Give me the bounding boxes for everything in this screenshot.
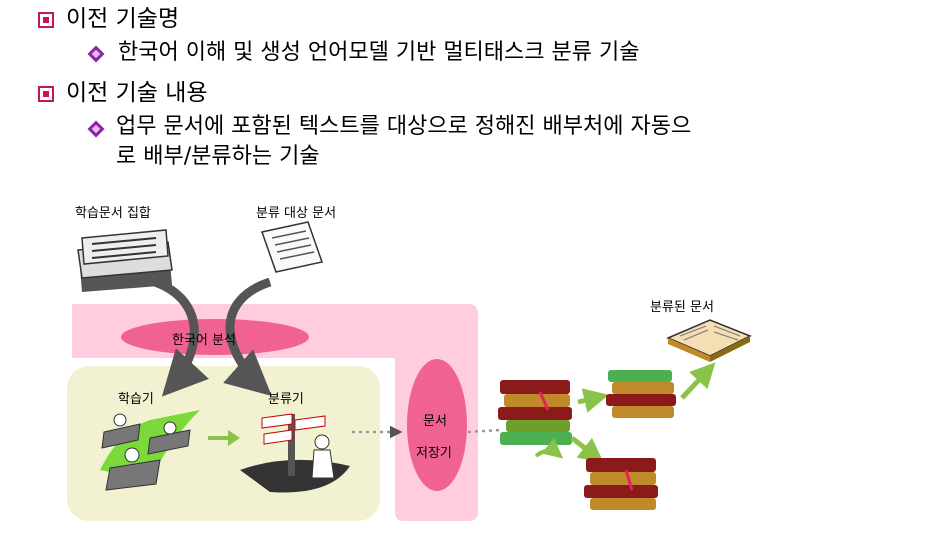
heading-tech-content: 이전 기술 내용 [66,80,208,106]
storage-label-line1: 문서 [423,414,447,429]
target-doc-label: 분류 대상 문서 [256,206,337,221]
green-books-stack-icon [606,370,676,418]
single-document-icon [261,221,323,273]
arrow-to-opened-book [680,362,716,400]
learner-figures-icon [100,410,200,491]
arrow-to-learner [153,277,209,397]
classified-docs-label: 분류된 문서 [650,300,714,315]
storage-to-books-dots [467,428,501,434]
arrow-to-top-stack [577,388,609,413]
learner-to-classifier-arrow [208,430,240,446]
books-stack-icon [498,380,572,445]
arrow-to-bottom-stack [570,436,604,464]
bullet-square-icon [38,12,54,28]
tech-name-text: 한국어 이해 및 생성 언어모델 기반 멀티태스크 분류 기술 [118,40,640,65]
analysis-label: 한국어 분석 [172,333,236,348]
red-books-stack-icon [584,458,658,510]
open-book-icon [666,319,752,362]
classifier-signpost-icon [240,413,350,493]
heading-tech-name: 이전 기술명 [66,6,180,32]
learner-label: 학습기 [118,392,154,407]
newspaper-stack-icon [77,229,173,292]
tech-content-line2: 로 배부/분류하는 기술 [116,144,320,169]
tech-content-line1: 업무 문서에 포함된 텍스트를 대상으로 정해진 배부처에 자동으 [116,114,692,139]
recycle-arrow-icon [534,438,564,459]
bullet-square-icon [38,86,54,102]
arrow-to-classifier [223,277,272,396]
training-docs-label: 학습문서 집합 [75,206,151,221]
analysis-ellipse [121,319,309,355]
storage-ellipse [407,359,467,491]
storage-label-line2: 저장기 [416,446,452,461]
classifier-label: 분류기 [268,392,304,407]
